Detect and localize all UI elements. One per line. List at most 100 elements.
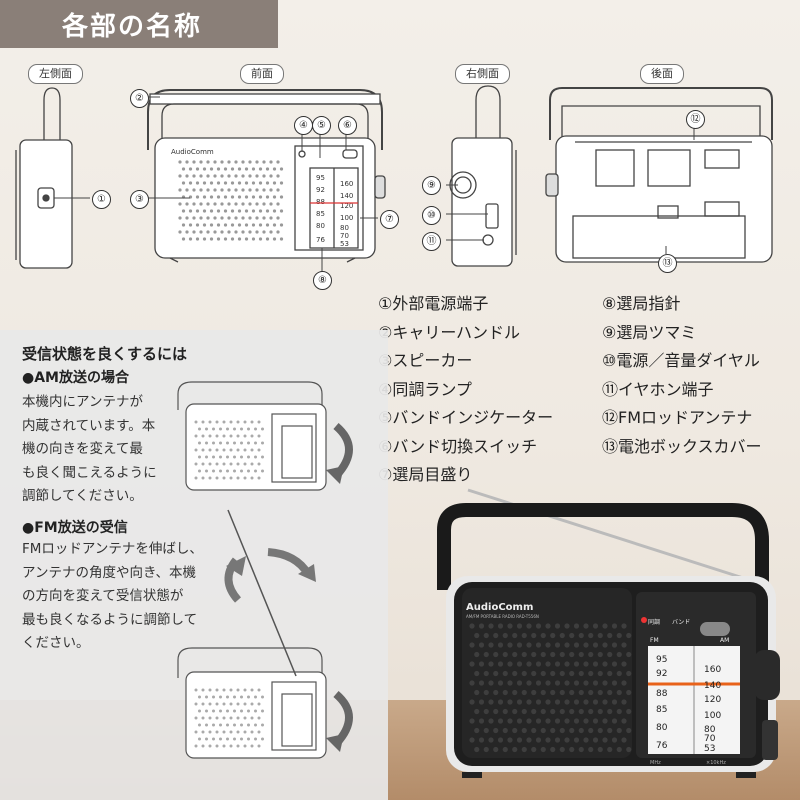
speaker-hole bbox=[255, 216, 259, 220]
speaker-hole bbox=[233, 709, 236, 713]
callout-1: ① bbox=[92, 190, 111, 209]
speaker-hole bbox=[240, 709, 243, 713]
speaker-hole bbox=[226, 427, 229, 431]
speaker-hole bbox=[250, 448, 254, 452]
svg-text:100: 100 bbox=[340, 214, 353, 222]
speaker-hole bbox=[269, 230, 273, 234]
speaker-hole bbox=[215, 688, 219, 692]
left-side-view bbox=[15, 87, 73, 269]
speaker-hole bbox=[478, 699, 485, 705]
speaker-hole bbox=[236, 730, 240, 734]
speaker-hole bbox=[478, 661, 485, 667]
speaker-hole bbox=[535, 680, 542, 686]
speaker-hole bbox=[507, 642, 513, 648]
speaker-hole bbox=[261, 455, 264, 459]
speaker-hole bbox=[559, 746, 565, 753]
speaker-hole bbox=[507, 680, 513, 686]
speaker-hole bbox=[621, 661, 627, 667]
speaker-hole bbox=[554, 661, 561, 667]
speaker-hole bbox=[531, 746, 537, 753]
callout-12: ⑫ bbox=[686, 110, 705, 129]
speaker-hole bbox=[272, 167, 277, 171]
speaker-hole bbox=[222, 702, 226, 706]
speaker-hole bbox=[198, 737, 201, 741]
photo-brand: AudioComm bbox=[466, 602, 533, 613]
speaker-hole bbox=[233, 469, 236, 473]
speaker-hole bbox=[188, 223, 193, 227]
speaker-hole bbox=[199, 202, 203, 206]
speaker-hole bbox=[578, 727, 584, 734]
speaker-hole bbox=[583, 661, 589, 667]
speaker-hole bbox=[261, 441, 264, 445]
speaker-hole bbox=[257, 730, 261, 734]
speaker-hole bbox=[236, 448, 240, 452]
speaker-hole bbox=[583, 623, 589, 629]
speaker-hole bbox=[202, 237, 207, 241]
speaker-hole bbox=[201, 702, 205, 706]
speaker-hole bbox=[254, 441, 257, 445]
speaker-hole bbox=[583, 680, 589, 686]
speaker-hole bbox=[592, 680, 599, 686]
speaker-hole bbox=[540, 632, 546, 639]
speaker-hole bbox=[243, 448, 247, 452]
speaker-hole bbox=[507, 718, 513, 724]
speaker-hole bbox=[569, 689, 575, 696]
svg-text:120: 120 bbox=[340, 202, 353, 210]
speaker-hole bbox=[474, 727, 480, 734]
part-item: ⑫FMロッドアンテナ bbox=[602, 408, 753, 427]
speaker-hole bbox=[279, 181, 284, 185]
speaker-hole bbox=[545, 623, 551, 629]
speaker-hole bbox=[192, 216, 196, 220]
speaker-hole bbox=[550, 670, 556, 677]
speaker-hole bbox=[540, 746, 546, 753]
speaker-hole bbox=[531, 689, 537, 696]
speaker-hole bbox=[564, 661, 570, 667]
speaker-hole bbox=[201, 420, 205, 424]
speaker-hole bbox=[237, 223, 242, 227]
speaker-hole bbox=[236, 476, 240, 480]
speaker-hole bbox=[545, 699, 551, 705]
speaker-hole bbox=[272, 195, 277, 199]
speaker-hole bbox=[502, 708, 508, 715]
speaker-hole bbox=[209, 223, 214, 227]
callout-9: ⑨ bbox=[422, 176, 441, 195]
speaker-hole bbox=[535, 642, 542, 648]
speaker-hole bbox=[223, 237, 228, 241]
speaker-hole bbox=[626, 651, 632, 658]
speaker-hole bbox=[213, 160, 217, 164]
speaker-hole bbox=[250, 476, 254, 480]
speaker-hole bbox=[493, 651, 499, 658]
speaker-hole bbox=[241, 160, 245, 164]
speaker-hole bbox=[201, 744, 205, 748]
speaker-hole bbox=[226, 455, 229, 459]
speaker-hole bbox=[531, 651, 537, 658]
speaker-hole bbox=[248, 230, 252, 234]
speaker-hole bbox=[240, 723, 243, 727]
speaker-hole bbox=[621, 623, 627, 629]
speaker-hole bbox=[526, 680, 532, 686]
speaker-hole bbox=[474, 708, 480, 715]
speaker-hole bbox=[234, 202, 238, 206]
speaker-hole bbox=[483, 651, 489, 658]
speaker-hole bbox=[192, 230, 196, 234]
speaker-hole bbox=[220, 230, 224, 234]
speaker-hole bbox=[237, 209, 242, 213]
speaker-hole bbox=[469, 642, 475, 648]
speaker-hole bbox=[227, 216, 231, 220]
speaker-hole bbox=[236, 420, 240, 424]
speaker-hole bbox=[588, 651, 594, 658]
speaker-hole bbox=[205, 723, 208, 727]
speaker-hole bbox=[488, 718, 494, 724]
speaker-hole bbox=[234, 160, 238, 164]
speaker-hole bbox=[247, 427, 250, 431]
speaker-hole bbox=[194, 730, 198, 734]
speaker-hole bbox=[469, 718, 475, 724]
speaker-hole bbox=[243, 476, 247, 480]
svg-text:80: 80 bbox=[656, 723, 668, 733]
photo-mhz: MHz bbox=[650, 760, 661, 766]
speaker-hole bbox=[198, 695, 201, 699]
speaker-hole bbox=[198, 427, 201, 431]
speaker-hole bbox=[554, 737, 561, 743]
speaker-hole bbox=[195, 167, 200, 171]
